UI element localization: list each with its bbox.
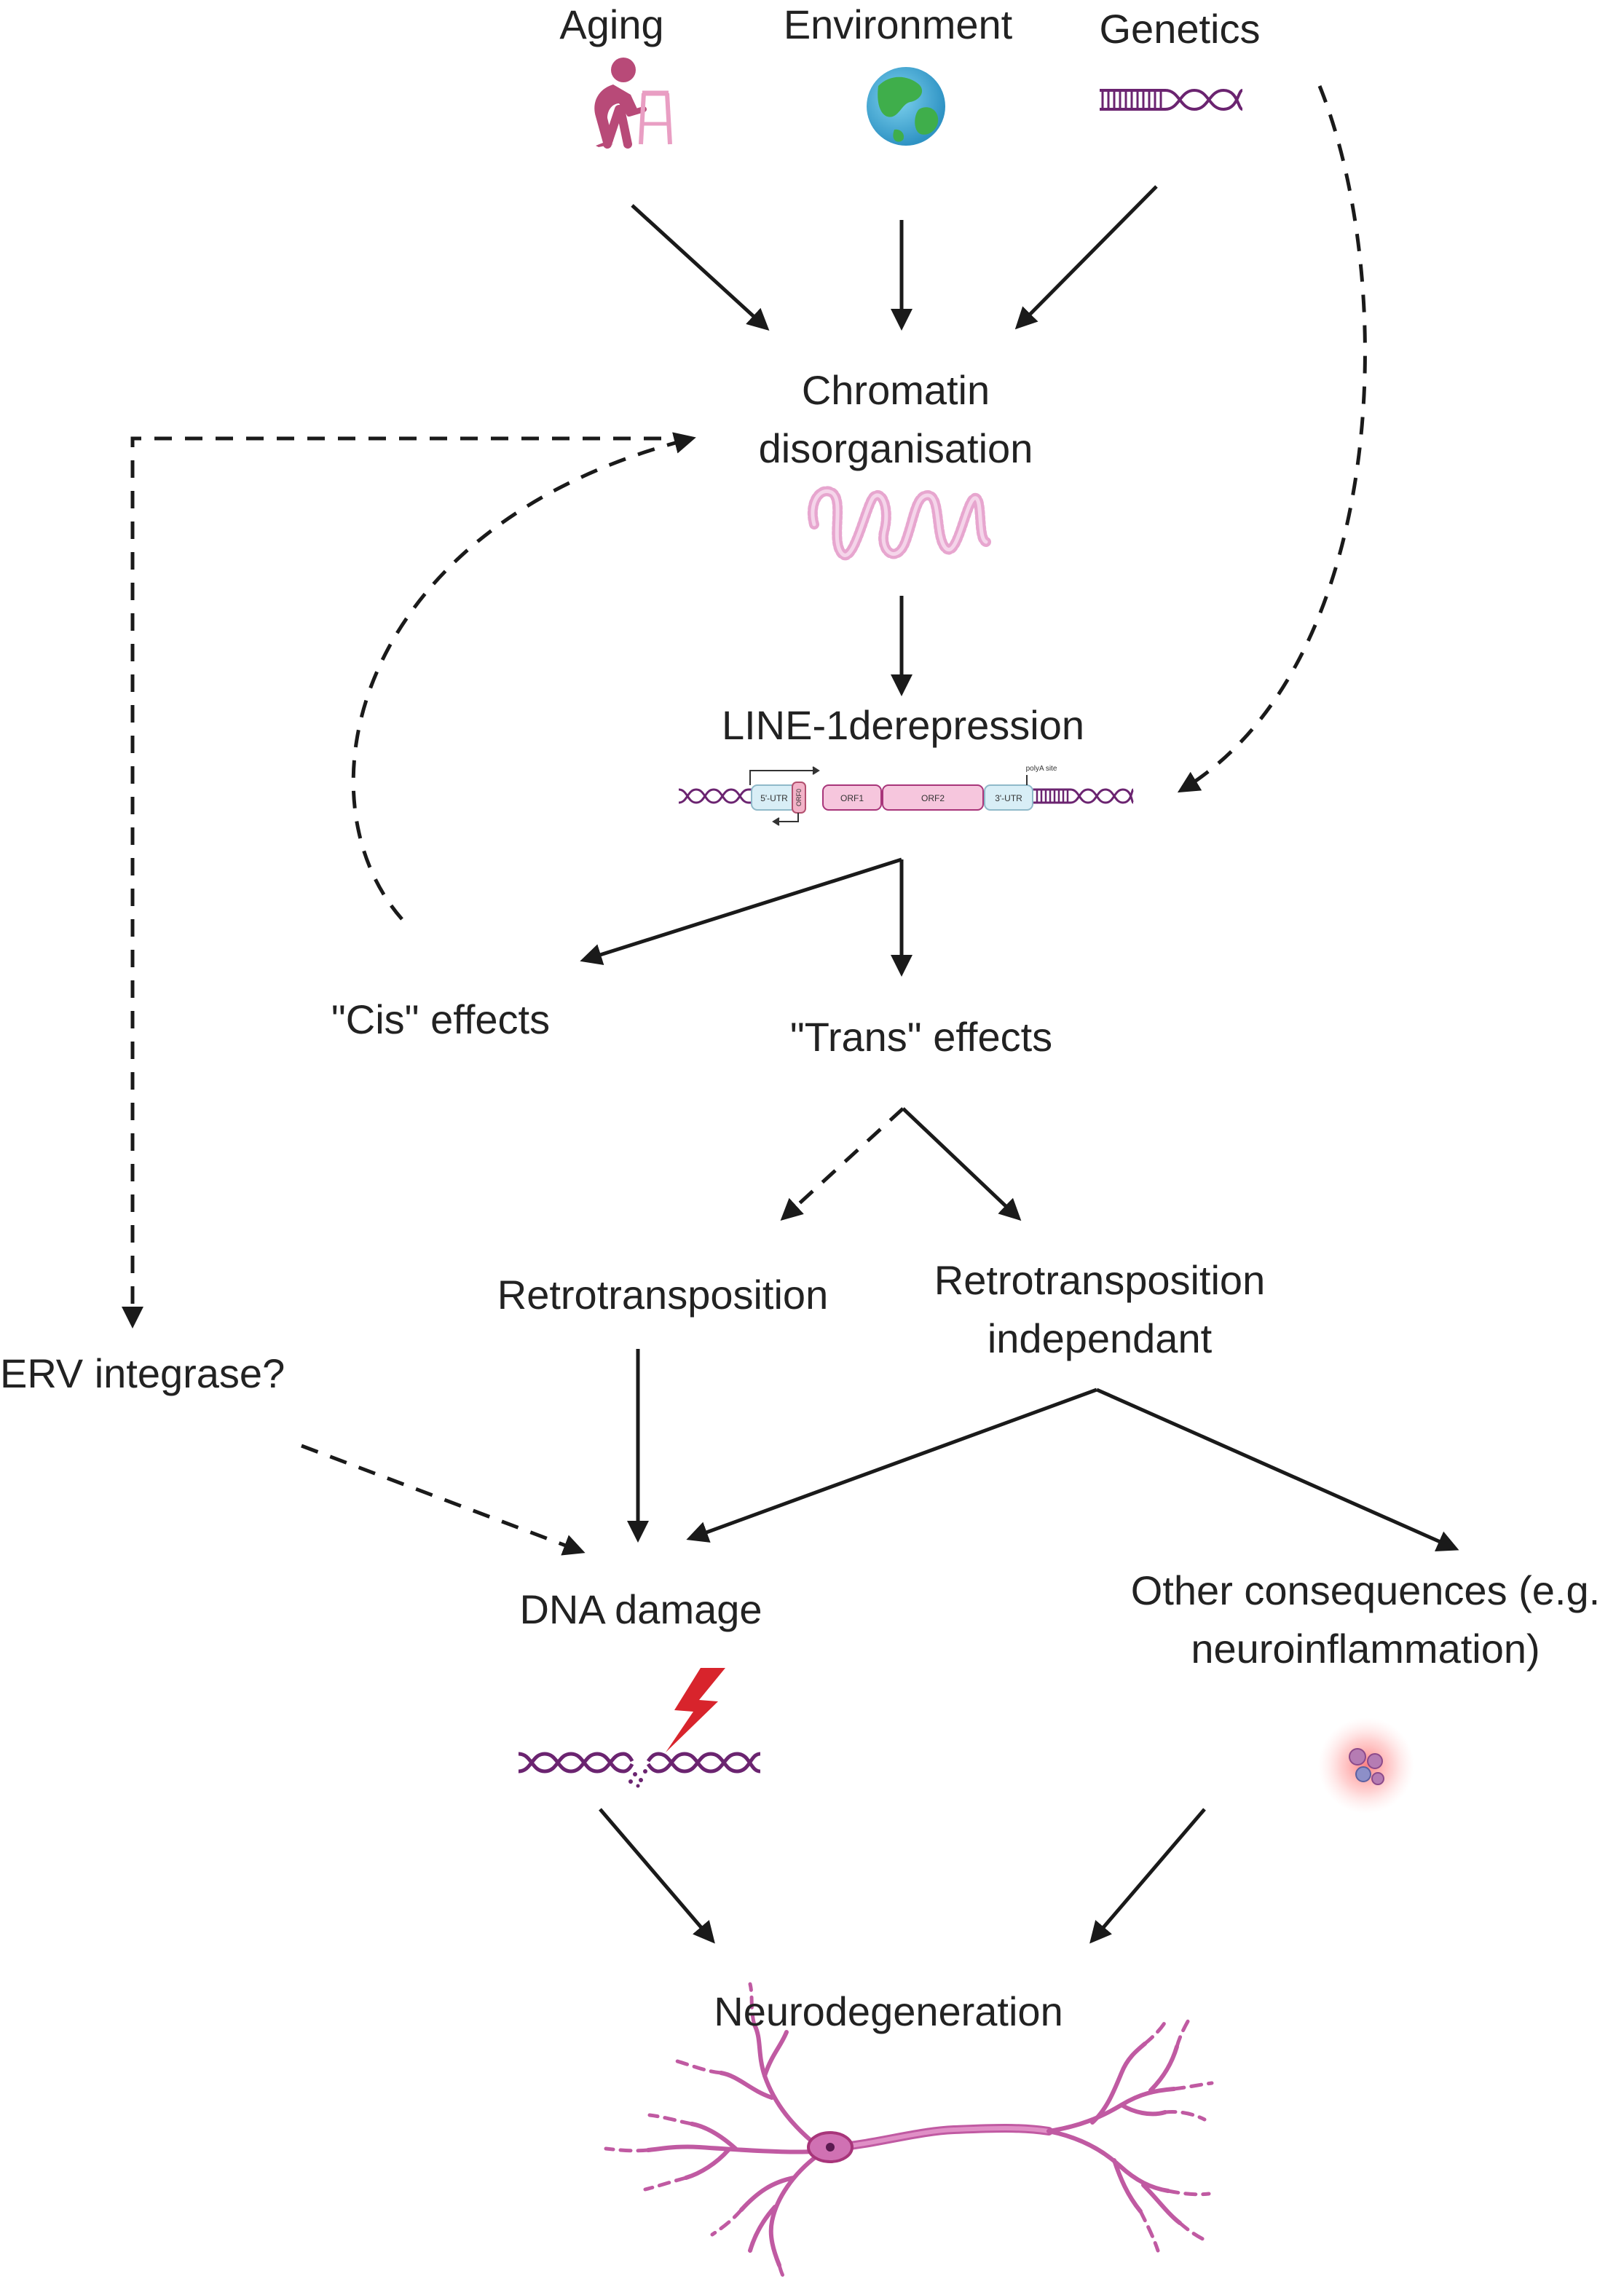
chromatin-fiber-icon <box>807 486 991 561</box>
arrow-erv-to-dna-damage-dashed <box>301 1444 586 1556</box>
erv-integrase-label: ERV integrase? <box>0 1350 285 1396</box>
chromatin-label: Chromatin disorganisation <box>714 361 1078 478</box>
elderly-person-icon <box>594 58 672 149</box>
cis-effects-label: "Cis" effects <box>331 996 551 1042</box>
arrow-other-to-neuro <box>1089 1808 1206 1944</box>
arrow-chromatin-to-erv-dashed <box>122 436 692 1329</box>
arrow-trans-to-retro-dashed <box>780 1107 904 1221</box>
orf1-label: ORF1 <box>840 793 864 803</box>
other-line2: neuroinflammation) <box>1191 1626 1540 1672</box>
orf0-label: ORF0 <box>795 789 803 806</box>
line1-derepression-label: LINE-1derepression <box>721 702 1085 748</box>
dna-damage-icon <box>518 1668 761 1788</box>
orf2-label: ORF2 <box>921 793 945 803</box>
arrow-trans-to-retro-indep <box>902 1107 1022 1221</box>
retrotransposition-independant-label: Retrotransposition independant <box>896 1251 1304 1368</box>
environment-label: Environment <box>783 1 1013 47</box>
arrow-retro-indep-split <box>686 1388 1459 1551</box>
arrow-line1-split <box>580 857 912 977</box>
utr5-label: 5'-UTR <box>760 793 788 803</box>
genetics-label: Genetics <box>1099 6 1261 52</box>
dna-damage-label: DNA damage <box>519 1586 762 1632</box>
retro-indep-line1: Retrotransposition <box>934 1257 1266 1303</box>
aging-label: Aging <box>559 1 664 47</box>
neurodegeneration-label: Neurodegeneration <box>714 1988 1063 2034</box>
chromatin-label-line1: Chromatin <box>801 367 990 413</box>
arrow-genetics-to-line1-dashed <box>1177 85 1367 793</box>
arrow-genetics-to-chromatin <box>1014 185 1158 330</box>
utr3-label: 3'-UTR <box>995 793 1022 803</box>
other-line1: Other consequences (e.g. <box>1130 1567 1601 1613</box>
globe-icon <box>867 67 945 146</box>
chromatin-label-line2: disorganisation <box>758 425 1033 471</box>
other-consequences-label: Other consequences (e.g. neuroinflammati… <box>1107 1562 1624 1678</box>
arrow-cis-to-chromatin-dashed <box>351 432 696 921</box>
neuron-icon <box>604 1982 1214 2279</box>
arrow-dna-damage-to-neuro <box>599 1808 715 1944</box>
dna-icon <box>1100 88 1243 111</box>
inflamed-cells-icon <box>1318 1717 1414 1814</box>
arrow-aging-to-chromatin <box>631 204 770 331</box>
retrotransposition-label: Retrotransposition <box>497 1272 829 1318</box>
trans-effects-label: "Trans" effects <box>789 1014 1053 1060</box>
polya-label: polyA site <box>1026 765 1057 773</box>
retro-indep-line2: independant <box>987 1315 1213 1361</box>
line1-element-icon: 5'-UTR ORF0 ORF1 ORF2 3'-UTR polyA site <box>678 765 1135 826</box>
